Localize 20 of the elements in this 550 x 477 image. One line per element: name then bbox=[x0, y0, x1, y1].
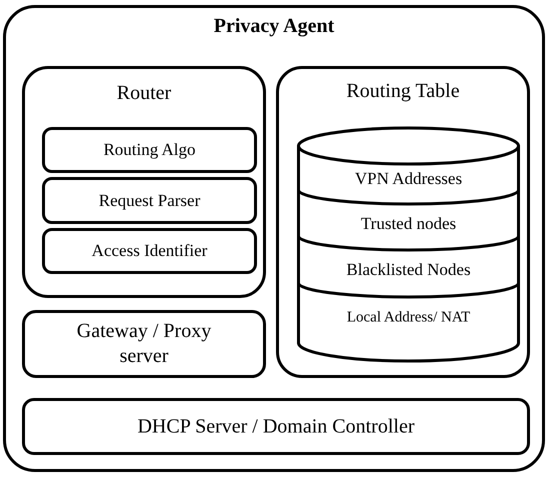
component-panel bbox=[22, 66, 266, 298]
box-label: Routing Algo bbox=[102, 140, 197, 160]
table-row-label: VPN Addresses bbox=[354, 169, 464, 189]
box-label: DHCP Server / Domain Controller bbox=[136, 415, 416, 438]
panel-title: Privacy Agent bbox=[212, 15, 336, 38]
box-label: Request Parser bbox=[98, 190, 202, 210]
service-box bbox=[22, 398, 530, 455]
box-label: Access Identifier bbox=[90, 241, 208, 261]
panel-title: Router bbox=[116, 82, 172, 105]
module-box bbox=[42, 127, 257, 173]
table-row-label: Trusted nodes bbox=[360, 214, 458, 234]
component-panel bbox=[276, 66, 530, 378]
table-row-label: Blacklisted Nodes bbox=[345, 260, 472, 280]
gateway-box bbox=[22, 310, 266, 378]
module-box bbox=[42, 177, 257, 224]
panel-title: Routing Table bbox=[345, 80, 461, 103]
box-label: Gateway / Proxy server bbox=[76, 319, 212, 369]
table-row-label: Local Address/ NAT bbox=[346, 309, 472, 327]
container-panel bbox=[3, 5, 545, 472]
module-box bbox=[42, 228, 257, 274]
